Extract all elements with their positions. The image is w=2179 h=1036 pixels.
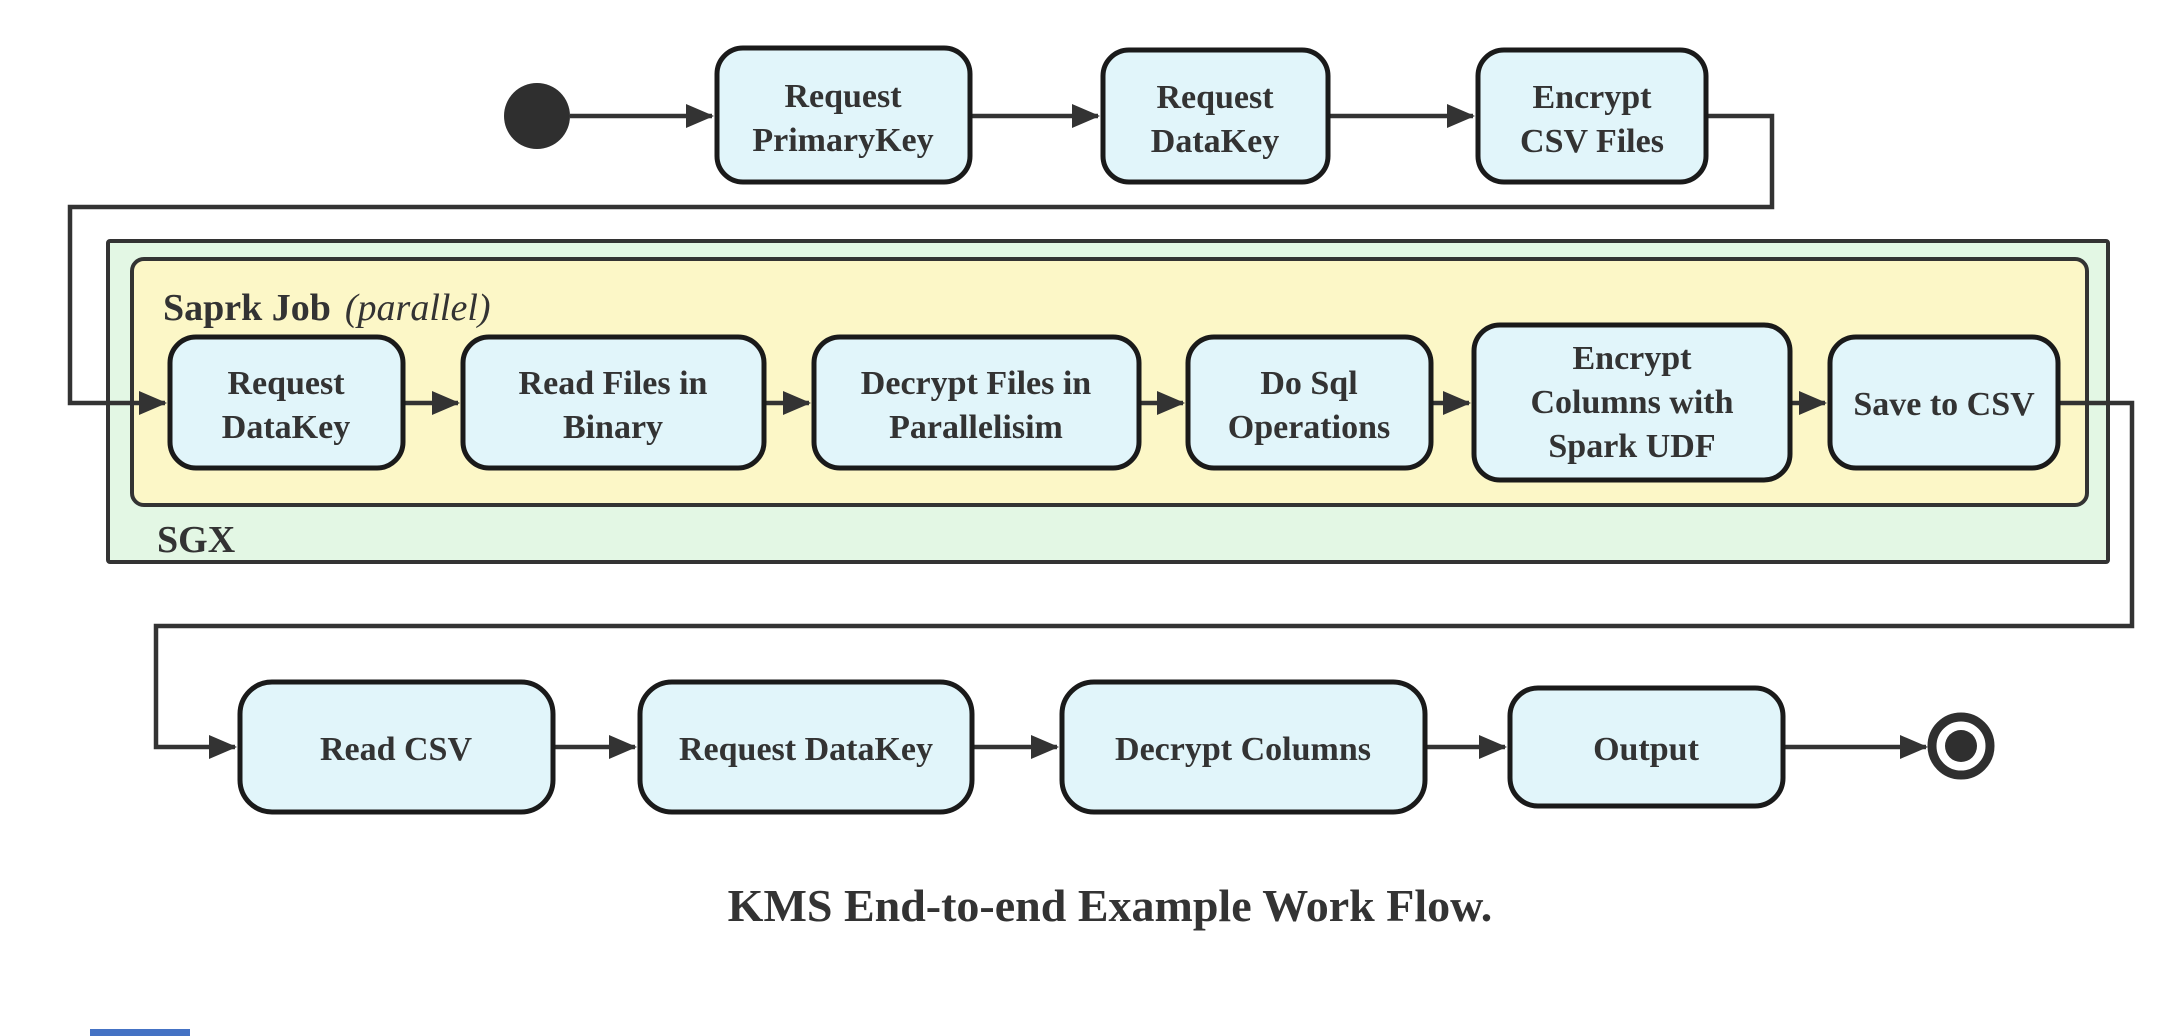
node-label: Decrypt Columns xyxy=(1115,731,1371,768)
end-node-icon xyxy=(1927,712,1995,780)
spark-job-container-label: Saprk Job (parallel) xyxy=(163,287,491,329)
node-box xyxy=(1475,47,1709,185)
node-box xyxy=(811,334,1142,471)
node-box xyxy=(714,45,973,185)
edge-encrypt-csv-files-to-spark-request-datakey xyxy=(67,113,1775,415)
node-box xyxy=(237,679,556,815)
node-box xyxy=(1507,685,1786,809)
node-encrypt-columns-with-spark-udf: Encrypt Columns with Spark UDF xyxy=(1471,322,1793,483)
node-label: Binary xyxy=(563,409,663,446)
node-box xyxy=(167,334,406,471)
node-label: Request xyxy=(227,365,345,402)
node-box xyxy=(1185,334,1434,471)
node-request-primarykey: Request PrimaryKey xyxy=(714,45,973,185)
node-label: Spark UDF xyxy=(1548,428,1715,465)
node-label: Read CSV xyxy=(320,731,473,768)
node-request-datakey-top: Request DataKey xyxy=(1100,47,1331,185)
node-do-sql-operations: Do Sql Operations xyxy=(1185,334,1434,471)
node-label: DataKey xyxy=(222,409,350,446)
sgx-container-label: SGX xyxy=(157,519,235,561)
node-request-datakey-bottom: Request DataKey xyxy=(637,679,975,815)
node-label: Request xyxy=(1156,79,1274,116)
node-label: Output xyxy=(1593,731,1699,768)
node-read-files-in-binary: Read Files in Binary xyxy=(460,334,767,471)
node-spark-request-datakey: Request DataKey xyxy=(167,334,406,471)
node-box xyxy=(1059,679,1428,815)
node-box xyxy=(1827,334,2061,471)
node-label: Do Sql xyxy=(1260,365,1357,402)
node-label: Operations xyxy=(1228,409,1390,446)
node-label: Read Files in xyxy=(519,365,708,402)
node-label: DataKey xyxy=(1151,123,1279,160)
node-label: Request DataKey xyxy=(679,731,933,768)
node-read-csv: Read CSV xyxy=(237,679,556,815)
node-output: Output xyxy=(1507,685,1786,809)
node-box xyxy=(1471,322,1793,483)
node-label: Encrypt xyxy=(1573,340,1693,377)
node-encrypt-csv-files: Encrypt CSV Files xyxy=(1475,47,1709,185)
diagram-caption: KMS End-to-end Example Work Flow. xyxy=(728,880,1493,931)
node-label: Request xyxy=(784,78,902,115)
node-decrypt-files-in-parallelisim: Decrypt Files in Parallelisim xyxy=(811,334,1142,471)
end-node-dot xyxy=(1945,730,1977,762)
node-label: Decrypt Files in xyxy=(861,365,1091,402)
node-label: CSV Files xyxy=(1520,123,1664,160)
node-decrypt-columns: Decrypt Columns xyxy=(1059,679,1428,815)
node-label: Columns with xyxy=(1530,384,1733,421)
node-box xyxy=(460,334,767,471)
node-label: Parallelisim xyxy=(889,409,1063,446)
start-node-icon xyxy=(504,83,570,149)
bottom-left-blue-bar xyxy=(90,1029,190,1036)
spark-job-label-italic: (parallel) xyxy=(345,287,491,329)
node-label: PrimaryKey xyxy=(752,122,933,159)
edge-save-csv-to-read-csv xyxy=(153,400,2135,759)
edges xyxy=(67,104,2135,759)
node-save-to-csv: Save to CSV xyxy=(1827,334,2061,471)
node-box xyxy=(637,679,975,815)
node-box xyxy=(1100,47,1331,185)
spark-job-label-bold: Saprk Job xyxy=(163,287,331,329)
node-label: Save to CSV xyxy=(1853,386,2035,423)
node-label: Encrypt xyxy=(1533,79,1653,116)
